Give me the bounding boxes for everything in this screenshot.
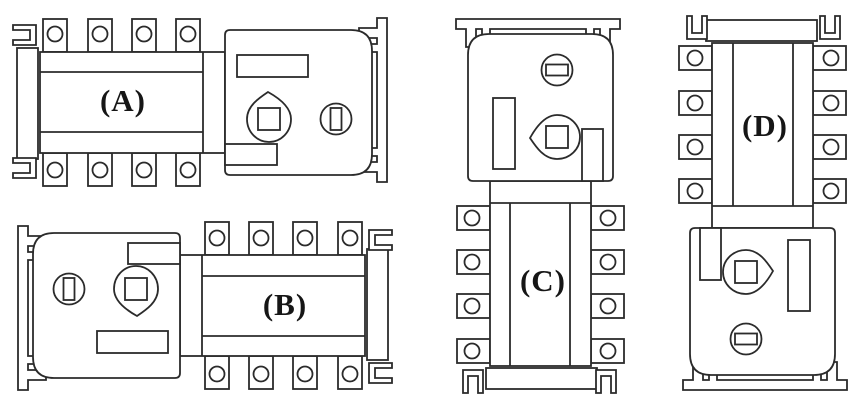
device-b-artwork [17, 221, 393, 391]
label-d: (D) [741, 108, 789, 143]
device-c-artwork [455, 18, 625, 394]
label-a: (A) [99, 83, 147, 118]
label-b: (B) [262, 287, 308, 322]
label-c: (C) [519, 263, 567, 298]
device-a-artwork [12, 17, 388, 187]
device-d-artwork [678, 15, 848, 391]
